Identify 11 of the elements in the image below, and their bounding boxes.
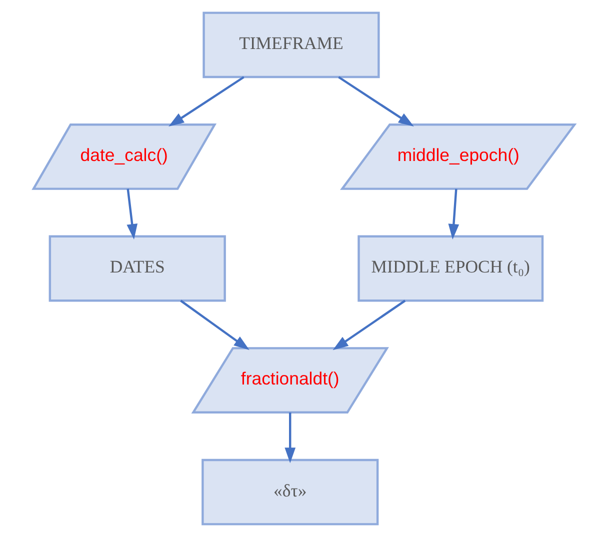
arrow: [126, 188, 138, 240]
arrow: [284, 412, 296, 464]
arrow: [332, 300, 406, 350]
node-box: «δτ»: [202, 458, 379, 526]
node-box: MIDDLE EPOCH (t₀): [358, 235, 544, 302]
node-box: TIMEFRAME: [202, 12, 380, 78]
arrow: [168, 76, 244, 126]
node-box: DATES: [48, 235, 226, 302]
arrow: [338, 76, 414, 126]
arrow: [180, 300, 250, 350]
arrow: [448, 188, 460, 240]
